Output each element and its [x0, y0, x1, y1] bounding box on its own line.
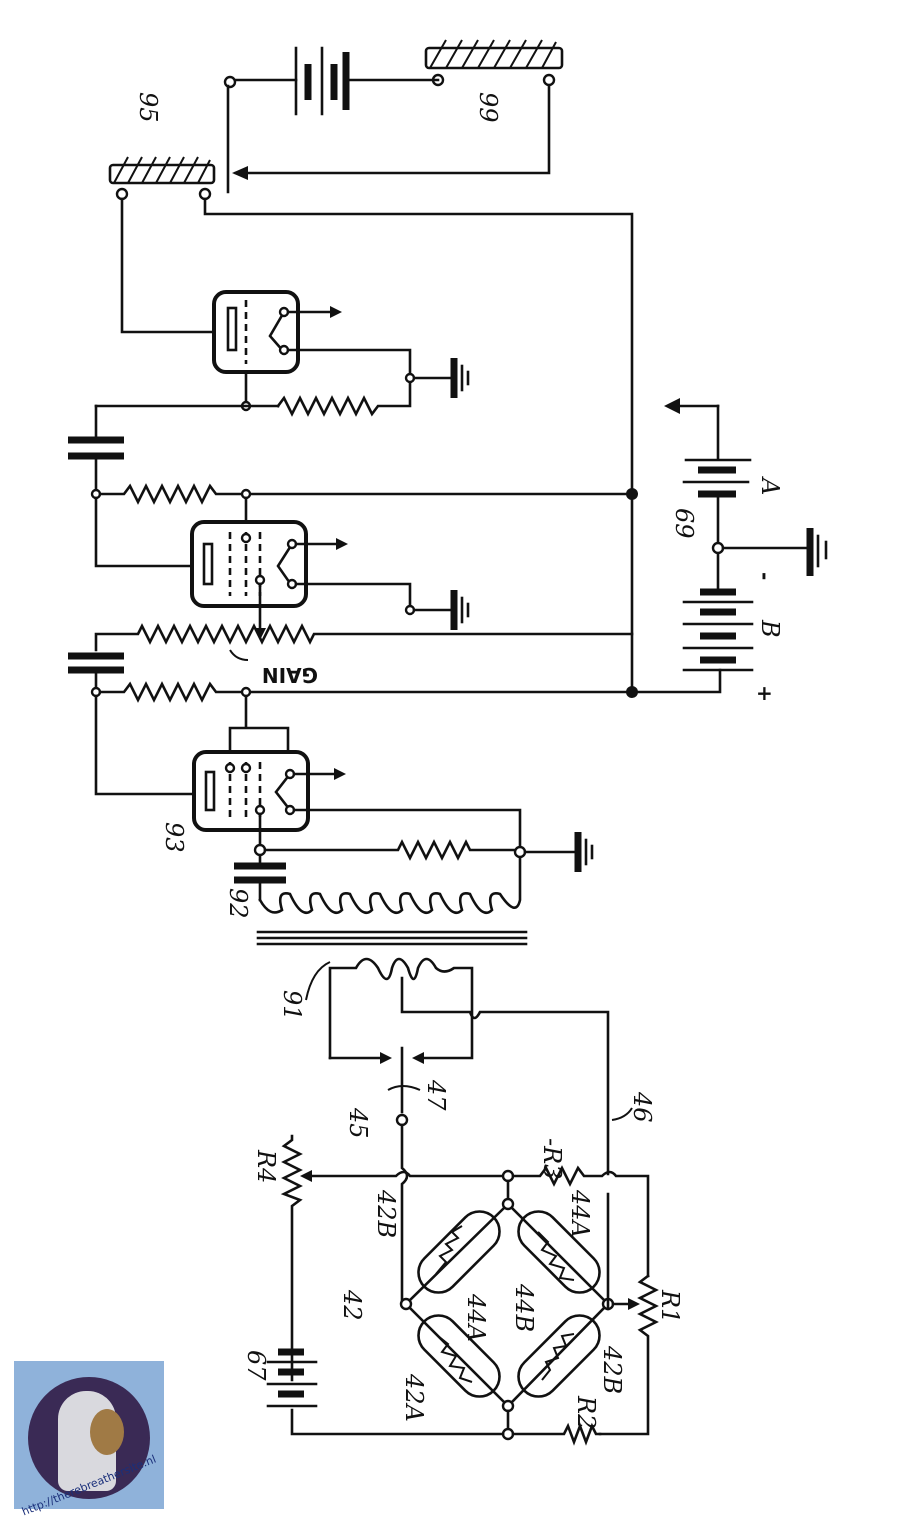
relay-95: 95	[108, 92, 216, 201]
label-91: 91	[278, 990, 306, 1021]
label-44a-left: 44A	[462, 1293, 490, 1342]
wire	[234, 84, 551, 175]
label-42b-top: 42B	[372, 1189, 400, 1238]
element-42a	[417, 1314, 501, 1398]
label-gain: GAIN	[262, 663, 318, 687]
label-44b: 44B	[510, 1283, 538, 1332]
resistor	[276, 380, 412, 417]
battery-67: 67	[242, 1348, 318, 1408]
ground-icon	[450, 358, 470, 398]
label-47: 47	[422, 1079, 450, 1111]
wire-45	[400, 1123, 409, 1304]
bridge-resistors	[435, 1225, 575, 1383]
battery-69: A B - + 69	[664, 398, 828, 705]
tube-middle	[190, 520, 412, 612]
label-45: 45	[344, 1107, 372, 1139]
label-99: 99	[474, 92, 502, 123]
transformer-core	[256, 930, 528, 946]
ground-icon	[450, 590, 470, 630]
element-42b-top	[417, 1210, 501, 1294]
element-44a-right	[517, 1210, 601, 1294]
leader-line	[611, 1107, 633, 1121]
wire	[120, 197, 222, 334]
resistor	[98, 668, 722, 703]
wire	[290, 1408, 505, 1436]
watermark-logo: http://therebreathersite.nl	[14, 1361, 164, 1518]
bridge-arms	[408, 1206, 606, 1404]
label-minus: -	[753, 572, 777, 580]
rheostat-r4	[280, 1134, 303, 1382]
label-95: 95	[134, 92, 162, 123]
tube-output	[212, 290, 412, 380]
label-plus: +	[756, 681, 773, 705]
label-42: 42	[338, 1289, 366, 1321]
arc-arrow	[387, 1085, 421, 1091]
wire	[94, 694, 198, 796]
label-44a-right: 44A	[566, 1189, 594, 1238]
resistor-r2	[511, 1422, 602, 1446]
element-44b	[517, 1314, 601, 1398]
transformer-91-primary	[328, 957, 474, 1060]
label-67: 67	[242, 1350, 270, 1381]
label-r4: R4	[252, 1149, 280, 1183]
label-r3: -R3	[538, 1138, 566, 1179]
label-r2: R2	[572, 1395, 600, 1429]
wire-plus-bus	[203, 197, 634, 694]
logo-disc	[28, 1377, 150, 1499]
wire	[94, 496, 194, 568]
label-42b-bottom: 42B	[598, 1345, 626, 1394]
rheostat-r1	[598, 1274, 659, 1436]
ground-icon	[574, 832, 594, 872]
label-b: B	[756, 619, 784, 638]
arrow-icon	[232, 166, 248, 180]
resistor	[98, 483, 634, 505]
gain-potentiometer	[94, 623, 634, 652]
relay-99: 99	[424, 39, 564, 123]
resistor-r3	[511, 1165, 650, 1278]
label-93: 93	[160, 822, 188, 853]
label-r1: R1	[656, 1289, 684, 1323]
label-a: A	[756, 476, 784, 495]
arrow-icon	[229, 649, 249, 661]
wire	[228, 694, 290, 754]
label-46: 46	[628, 1091, 656, 1123]
resistor	[263, 839, 516, 861]
leader-line	[305, 961, 331, 1001]
transformer-92-secondary	[258, 856, 522, 915]
label-69: 69	[670, 508, 698, 539]
tube-93: 93	[160, 750, 522, 853]
diver-mask-icon	[90, 1409, 124, 1455]
label-42a: 42A	[400, 1373, 428, 1422]
label-92: 92	[224, 888, 252, 919]
wire-46	[400, 976, 610, 1176]
wire	[310, 1170, 508, 1178]
contact-arrows-icon	[380, 1052, 424, 1064]
battery-top	[223, 46, 440, 116]
